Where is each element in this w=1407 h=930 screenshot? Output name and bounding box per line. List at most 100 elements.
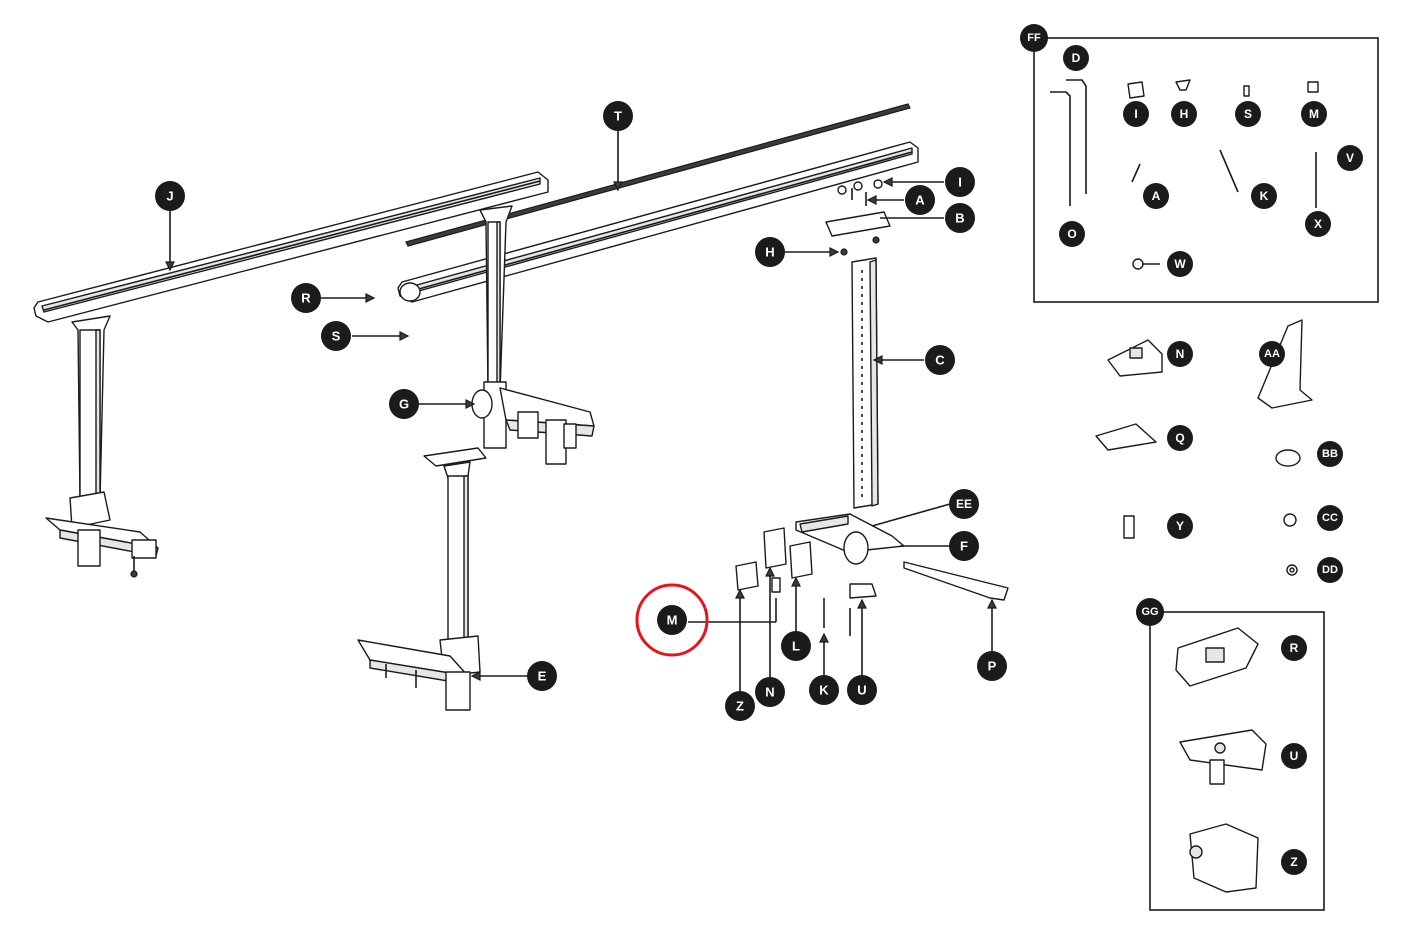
label-CC: CC xyxy=(1317,505,1343,531)
label-L: L xyxy=(781,631,811,661)
label-D: D xyxy=(1063,45,1089,71)
label-U: U xyxy=(847,675,877,705)
label-K: K xyxy=(809,675,839,705)
svg-text:C: C xyxy=(935,353,945,368)
svg-text:W: W xyxy=(1174,257,1186,271)
label-Z: Z xyxy=(725,691,755,721)
svg-text:H: H xyxy=(1180,107,1189,121)
left-tower xyxy=(45,315,159,578)
label-EE: EE xyxy=(949,489,979,519)
svg-text:AA: AA xyxy=(1264,348,1280,360)
label-DD: DD xyxy=(1317,557,1343,583)
label-B: B xyxy=(945,203,975,233)
label-I-kit: I xyxy=(1123,101,1149,127)
svg-text:DD: DD xyxy=(1322,564,1338,576)
label-Q: Q xyxy=(1167,425,1193,451)
label-H: H xyxy=(755,237,785,267)
label-Z-kit: Z xyxy=(1281,849,1307,875)
svg-text:BB: BB xyxy=(1322,448,1338,460)
label-K-kit: K xyxy=(1251,183,1277,209)
label-A: A xyxy=(905,185,935,215)
svg-text:Z: Z xyxy=(736,699,744,714)
side-parts-drawings xyxy=(1095,319,1313,576)
label-R: R xyxy=(291,283,321,313)
svg-text:GG: GG xyxy=(1141,606,1158,618)
label-W: W xyxy=(1167,251,1193,277)
hardware-kit-drawings xyxy=(1050,79,1319,270)
label-G: G xyxy=(389,389,419,419)
crossbar-j xyxy=(33,171,549,323)
svg-text:CC: CC xyxy=(1322,512,1338,524)
svg-text:D: D xyxy=(1072,51,1081,65)
middle-tower xyxy=(471,205,595,465)
svg-text:A: A xyxy=(915,193,925,208)
lower-tower xyxy=(357,447,487,711)
svg-text:Y: Y xyxy=(1176,519,1184,533)
label-GG: GG xyxy=(1136,598,1164,626)
svg-text:J: J xyxy=(166,189,173,204)
svg-text:T: T xyxy=(614,109,622,124)
label-E: E xyxy=(527,661,557,691)
svg-text:A: A xyxy=(1152,189,1161,203)
label-M-kit: M xyxy=(1301,101,1327,127)
svg-text:N: N xyxy=(1176,347,1185,361)
svg-text:N: N xyxy=(765,685,774,700)
svg-text:FF: FF xyxy=(1027,32,1041,44)
svg-text:H: H xyxy=(765,245,774,260)
svg-text:K: K xyxy=(819,683,829,698)
svg-text:S: S xyxy=(1244,107,1252,121)
label-X: X xyxy=(1305,211,1331,237)
svg-text:I: I xyxy=(1134,107,1137,121)
svg-text:O: O xyxy=(1067,227,1076,241)
gg-kit-drawings xyxy=(1175,627,1267,893)
label-S-kit: S xyxy=(1235,101,1261,127)
svg-text:L: L xyxy=(792,639,800,654)
svg-text:U: U xyxy=(1290,749,1299,763)
svg-text:F: F xyxy=(960,539,968,554)
label-BB: BB xyxy=(1317,441,1343,467)
label-P: P xyxy=(977,651,1007,681)
right-tower-parts xyxy=(825,179,891,509)
svg-text:Z: Z xyxy=(1290,855,1297,869)
svg-text:K: K xyxy=(1260,189,1269,203)
svg-text:U: U xyxy=(857,683,866,698)
label-A-kit: A xyxy=(1143,183,1169,209)
svg-text:V: V xyxy=(1346,151,1354,165)
label-AA: AA xyxy=(1259,341,1285,367)
track-t xyxy=(405,103,911,247)
svg-text:P: P xyxy=(988,659,997,674)
label-V: V xyxy=(1337,145,1363,171)
label-O: O xyxy=(1059,221,1085,247)
label-S: S xyxy=(321,321,351,351)
label-I: I xyxy=(945,167,975,197)
label-T: T xyxy=(603,101,633,131)
svg-text:E: E xyxy=(538,669,547,684)
svg-text:I: I xyxy=(958,175,962,190)
svg-text:G: G xyxy=(399,397,409,412)
label-M: M xyxy=(657,605,687,635)
label-Y: Y xyxy=(1167,513,1193,539)
leader-lines xyxy=(165,128,997,692)
svg-text:B: B xyxy=(955,211,964,226)
label-FF: FF xyxy=(1020,24,1048,52)
label-F: F xyxy=(949,531,979,561)
label-J: J xyxy=(155,181,185,211)
label-N-side: N xyxy=(1167,341,1193,367)
label-R-kit: R xyxy=(1281,635,1307,661)
label-C: C xyxy=(925,345,955,375)
svg-text:M: M xyxy=(667,613,678,628)
highlight-ring xyxy=(635,583,709,657)
svg-text:Q: Q xyxy=(1175,431,1184,445)
svg-text:S: S xyxy=(332,329,341,344)
svg-text:M: M xyxy=(1309,107,1319,121)
svg-text:R: R xyxy=(1290,641,1299,655)
hardware-kit-frame xyxy=(1033,37,1379,303)
crossbar-front xyxy=(397,141,919,303)
svg-text:X: X xyxy=(1314,217,1322,231)
svg-text:R: R xyxy=(301,291,311,306)
svg-text:EE: EE xyxy=(956,497,972,511)
label-H-kit: H xyxy=(1171,101,1197,127)
gg-kit-frame xyxy=(1149,611,1325,911)
label-U-kit: U xyxy=(1281,743,1307,769)
